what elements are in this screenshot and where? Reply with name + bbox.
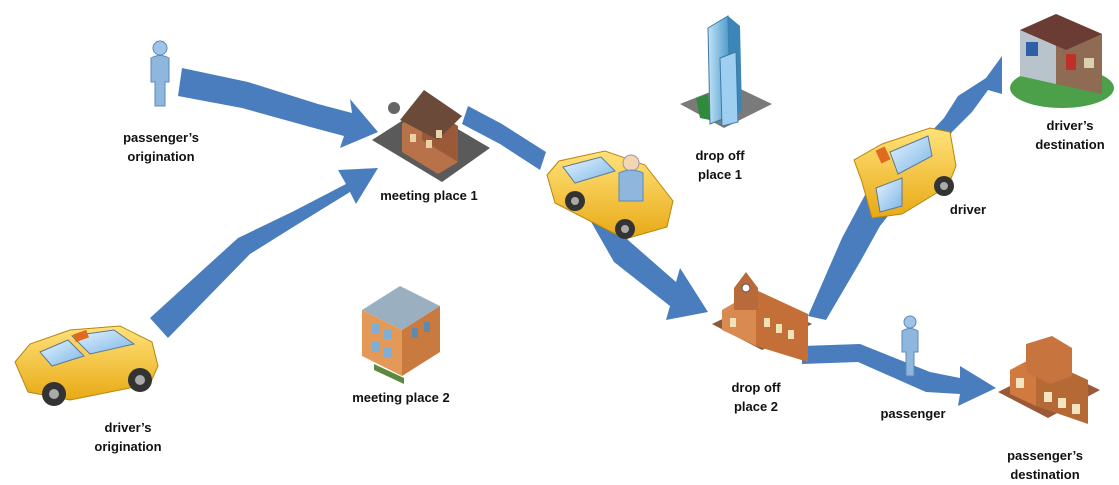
- label-driver-destination: driver’s destination: [1024, 116, 1116, 154]
- building-icon: [362, 286, 440, 384]
- label-line: destination: [1035, 137, 1105, 152]
- person-icon: [150, 40, 170, 107]
- building-icon: [372, 90, 490, 182]
- taxi-icon: [546, 150, 674, 240]
- label-line: destination: [1010, 467, 1080, 482]
- label-passenger-destination: passenger’s destination: [990, 446, 1100, 484]
- label-line: driver’s: [1046, 118, 1094, 133]
- label-driver: driver: [936, 200, 1000, 219]
- label-line: passenger’s: [123, 130, 199, 145]
- person-icon: [901, 315, 919, 377]
- label-passenger: passenger: [868, 404, 958, 423]
- label-line: drop off: [731, 380, 781, 395]
- label-drop-off-place-2: drop off place 2: [714, 378, 798, 416]
- label-line: place 1: [697, 167, 743, 182]
- label-line: driver’s: [104, 420, 152, 435]
- building-icon: [712, 272, 812, 362]
- route-arrows: [150, 56, 1002, 406]
- label-line: place 2: [733, 399, 779, 414]
- label-line: meeting place 2: [352, 390, 450, 405]
- arrow-dropoff2-to-passenger-dest: [802, 344, 996, 406]
- label-meeting-place-1: meeting place 1: [364, 186, 494, 205]
- arrow-driver-to-meeting1: [150, 168, 378, 338]
- house-icon: [1010, 14, 1114, 108]
- label-passenger-origination: passenger’s origination: [106, 128, 216, 166]
- arrow-meeting1-to-taxi: [462, 106, 546, 170]
- skyscraper-icon: [680, 15, 772, 128]
- label-drop-off-place-1: drop off place 1: [678, 146, 762, 184]
- taxi-icon: [14, 325, 159, 406]
- label-line: origination: [94, 439, 162, 454]
- building-icon: [998, 336, 1100, 424]
- label-line: meeting place 1: [380, 188, 478, 203]
- label-line: drop off: [695, 148, 745, 163]
- label-line: driver: [949, 202, 987, 217]
- label-line: passenger’s: [1007, 448, 1083, 463]
- taxi-icon: [853, 127, 957, 219]
- label-meeting-place-2: meeting place 2: [336, 388, 466, 407]
- arrow-passenger-to-meeting1: [178, 68, 378, 148]
- label-driver-origination: driver’s origination: [78, 418, 178, 456]
- label-line: passenger: [880, 406, 946, 421]
- label-line: origination: [127, 149, 195, 164]
